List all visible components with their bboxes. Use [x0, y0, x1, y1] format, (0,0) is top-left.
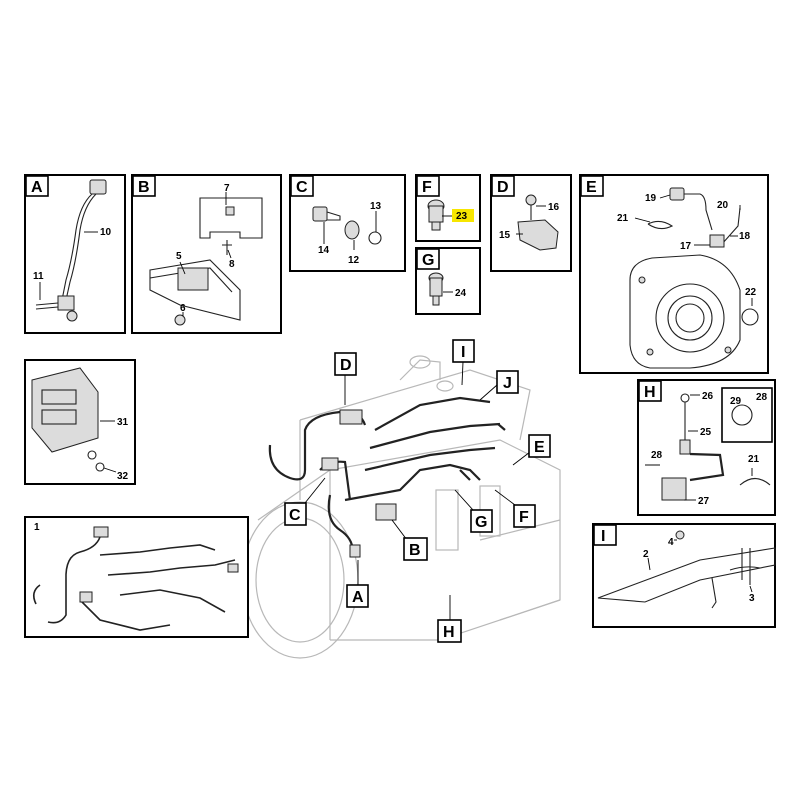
- callout-label: 11: [33, 271, 44, 282]
- box-a: A 10 11: [24, 174, 126, 334]
- flywheel-housing-part: [629, 187, 759, 369]
- heat-shield-part: [597, 530, 776, 609]
- callout-label: 29: [730, 396, 742, 407]
- callout-label: 2: [643, 549, 649, 560]
- callout-label: 26: [702, 391, 714, 402]
- callout-label: 20: [717, 200, 729, 211]
- callout-label: 28: [651, 450, 663, 461]
- callout-label: 17: [680, 241, 692, 252]
- callout-label: 21: [748, 454, 760, 465]
- boost-sensor-part: [517, 194, 559, 251]
- callout-label: 10: [100, 227, 112, 238]
- callout-label: 21: [617, 213, 629, 224]
- crankshaft-sensor-part: [35, 179, 107, 322]
- callout-label: G: [475, 514, 487, 531]
- callout-label: I: [601, 528, 605, 545]
- box-h: H 26 29 28 25 28 21 27: [637, 379, 776, 516]
- callout-label: I: [461, 344, 465, 361]
- pressure-sensor-part: [427, 199, 445, 231]
- callout-label: H: [443, 624, 455, 641]
- box-f: F 23: [415, 174, 481, 242]
- callout-label: C: [296, 179, 308, 196]
- callout-label: C: [289, 507, 301, 524]
- callout-label: F: [422, 179, 432, 196]
- callout-label: 23: [456, 211, 468, 222]
- callout-label: D: [340, 357, 352, 374]
- callout-label: 8: [229, 259, 235, 270]
- callout-label: 12: [348, 255, 360, 266]
- box-i: I 4 2 3: [592, 523, 776, 628]
- box-ecu: 31 32: [24, 359, 136, 485]
- box-harness: 1: [24, 516, 249, 638]
- callout-label: 13: [370, 201, 382, 212]
- callout-label: 5: [176, 251, 182, 262]
- callout-label: 19: [645, 193, 657, 204]
- callout-label: G: [422, 252, 434, 269]
- callout-label: 25: [700, 427, 712, 438]
- callout-label: F: [519, 509, 529, 526]
- callout-label: 28: [756, 392, 768, 403]
- callout-label: B: [138, 179, 150, 196]
- callout-label: 1: [34, 522, 40, 533]
- callout-label: 3: [749, 593, 755, 604]
- bracket-part: [149, 197, 263, 326]
- engine-callouts: D I J E C G F B A H: [284, 339, 551, 643]
- sensor-parts: [312, 206, 382, 245]
- callout-label: 31: [117, 417, 129, 428]
- callout-label: 7: [224, 183, 230, 194]
- callout-label: 27: [698, 496, 710, 507]
- callout-label: 6: [180, 303, 186, 314]
- callout-label: D: [497, 179, 509, 196]
- pressure-sensor-part: [428, 272, 444, 306]
- callout-label: 14: [318, 245, 330, 256]
- box-g: G 24: [415, 247, 481, 315]
- callout-label: J: [503, 375, 512, 392]
- callout-label: H: [644, 384, 656, 401]
- box-e: E 19 20 21 18 17 22: [579, 174, 769, 374]
- callout-label: E: [586, 179, 597, 196]
- ecu-part: [31, 367, 105, 472]
- callout-label: 24: [455, 288, 467, 299]
- wiring-harness-part: [32, 526, 239, 631]
- callout-label: 18: [739, 231, 751, 242]
- box-b: B 7 5 8 6: [131, 174, 282, 334]
- callout-label: 4: [668, 537, 674, 548]
- callout-label: A: [352, 589, 364, 606]
- callout-label: 16: [548, 202, 560, 213]
- box-c: C 13 14 12: [289, 174, 406, 272]
- callout-label: A: [31, 179, 43, 196]
- callout-label: E: [534, 439, 545, 456]
- box-d: D 16 15: [490, 174, 572, 272]
- callout-label: 32: [117, 471, 129, 482]
- highlighted-part-marker: [452, 209, 474, 222]
- callout-label: B: [409, 542, 421, 559]
- callout-label: 15: [499, 230, 511, 241]
- oil-pressure-sensor-part: [645, 393, 771, 501]
- callout-label: 22: [745, 287, 757, 298]
